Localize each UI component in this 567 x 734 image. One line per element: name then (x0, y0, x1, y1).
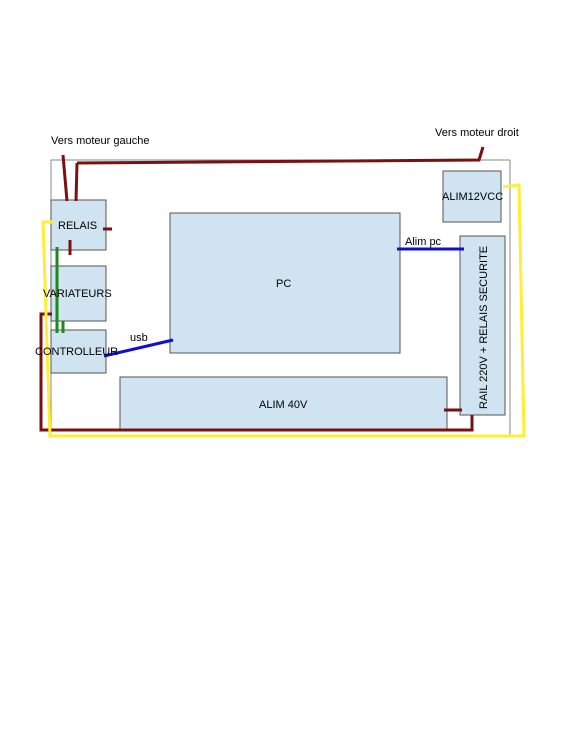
relais-box (50, 199, 107, 251)
alim12-label: ALIM12VCC (442, 191, 503, 203)
rail-label: RAIL 220V + RELAIS SECURITE (478, 246, 490, 409)
motor-wire-left-b (74, 162, 79, 202)
pc-label: PC (276, 278, 291, 290)
controlleur-label: CONTROLLEUR (35, 346, 118, 358)
relais-label: RELAIS (58, 220, 97, 232)
usb-label: usb (130, 332, 148, 344)
left-motor-label: Vers moteur gauche (51, 135, 149, 147)
variateurs-label: VARIATEURS (43, 288, 112, 300)
alim-pc-label: Alim pc (405, 236, 442, 248)
pc-box (169, 212, 401, 354)
alim12-box (442, 170, 502, 223)
rail-box (459, 235, 506, 416)
right-motor-label: Vers moteur droit (435, 127, 519, 139)
motor-wire-left-a (61, 154, 69, 202)
motor-wire-right (76, 146, 485, 165)
alim40-label: ALIM 40V (259, 399, 308, 411)
variateurs-box (50, 265, 107, 322)
alim40-box (119, 376, 448, 431)
usb-wire (103, 338, 174, 358)
controlleur-box (50, 329, 107, 374)
power-wire-loop (41, 183, 526, 438)
